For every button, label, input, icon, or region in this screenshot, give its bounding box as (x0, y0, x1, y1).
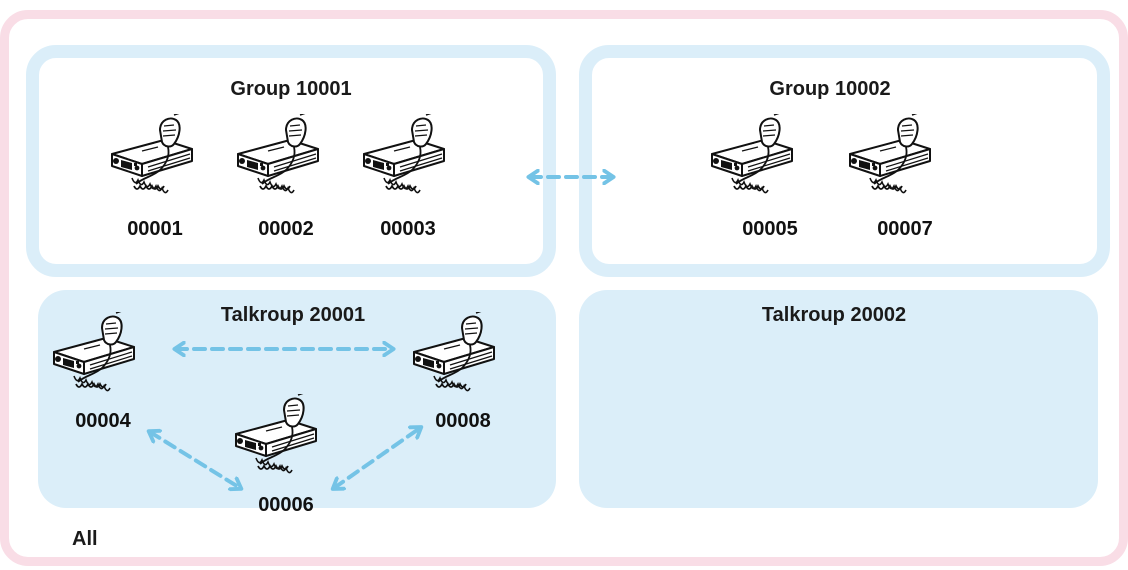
radio-icon (108, 114, 198, 196)
radio-icon (708, 114, 798, 196)
radio-id-label: 00005 (742, 218, 798, 240)
radio-icon (50, 312, 140, 394)
radio-icon (234, 114, 324, 196)
radio-id-label: 00001 (127, 218, 183, 240)
radio-icon (360, 114, 450, 196)
group-title: Group 10002 (769, 78, 891, 100)
radio-id-label: 00003 (380, 218, 436, 240)
radio-id-label: 00004 (75, 410, 131, 432)
group-title: Group 10001 (230, 78, 352, 100)
scope-label-all: All (72, 528, 98, 550)
radio-id-label: 00002 (258, 218, 314, 240)
talkgroup-20002-box (579, 290, 1098, 508)
talkgroup-title: Talkroup 20002 (761, 304, 907, 326)
group-10002-box (579, 45, 1110, 277)
radio-icon (410, 312, 500, 394)
group-10001-box (26, 45, 556, 277)
talkgroup-title: Talkroup 20001 (220, 304, 366, 326)
radio-icon (846, 114, 936, 196)
radio-id-label: 00008 (435, 410, 491, 432)
radio-id-label: 00007 (877, 218, 933, 240)
radio-id-label: 00006 (258, 494, 314, 516)
radio-icon (232, 394, 322, 476)
